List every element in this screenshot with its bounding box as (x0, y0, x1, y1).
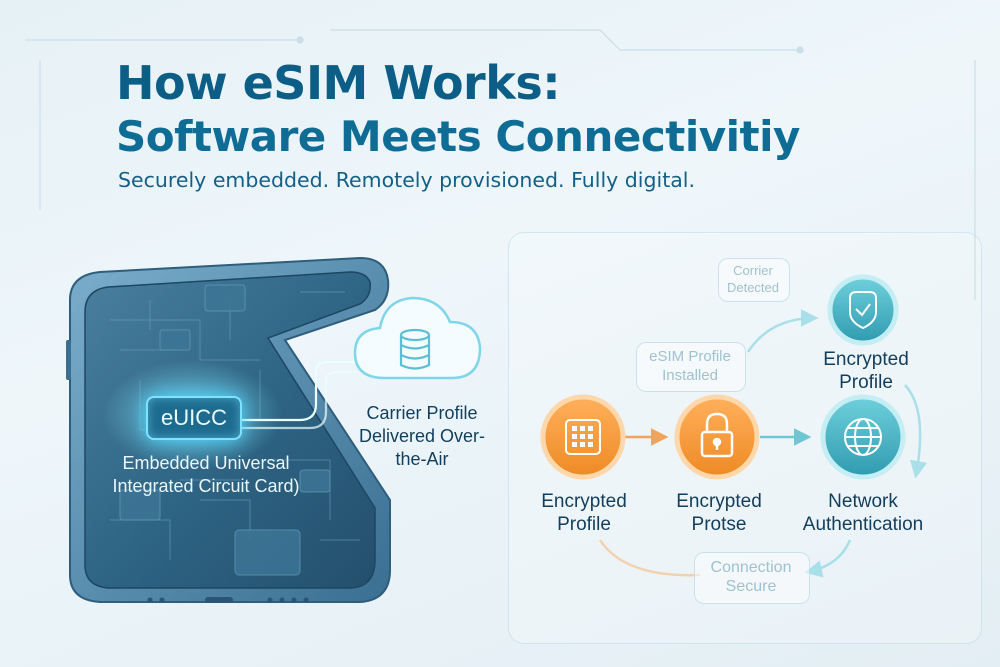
globe-icon (844, 418, 882, 456)
background-circuit-lines (25, 29, 976, 300)
arrow-to-step4 (746, 309, 819, 353)
padlock-icon (700, 412, 734, 458)
ghost-label-secure: Connection Secure (710, 559, 792, 595)
ghost-label-installed: eSIM Profile Installed (649, 348, 731, 384)
cloud-database-icon (353, 296, 482, 380)
step1-label: Encrypted Profile (541, 491, 627, 535)
step4-label: Encrypted Profile (823, 349, 909, 393)
page-subtitle: Securely embedded. Remotely provisioned.… (118, 168, 696, 192)
page-title: How eSIM Works: Software Meets Connectiv… (116, 56, 800, 164)
title-line-1: How eSIM Works: (116, 56, 561, 110)
ghost-label-carrier: Corrier Detected (726, 263, 780, 295)
arrow-to-secure (804, 539, 852, 578)
ghost-box-installed (636, 342, 746, 392)
euicc-chip: eUICC (146, 396, 242, 440)
ghost-box-carrier (718, 258, 790, 302)
shield-check-icon (849, 291, 877, 330)
arrow-step4-down (904, 384, 928, 479)
grid-icon (565, 419, 601, 455)
step2-label: Encrypted Protse (676, 491, 762, 535)
step3-label: Network Authentication (802, 491, 924, 535)
cloud-caption: Carrier Profile Delivered Over-the-Air (358, 403, 486, 469)
euicc-description: Embedded Universal Integrated Circuit Ca… (112, 453, 300, 496)
step4-circle (827, 274, 899, 346)
ghost-box-secure (694, 552, 810, 604)
step2-circle (674, 394, 760, 480)
title-line-2: Software Meets Connectivitiy (116, 112, 800, 161)
arrow-return (598, 539, 701, 577)
chip-cloud-connector (240, 360, 365, 430)
